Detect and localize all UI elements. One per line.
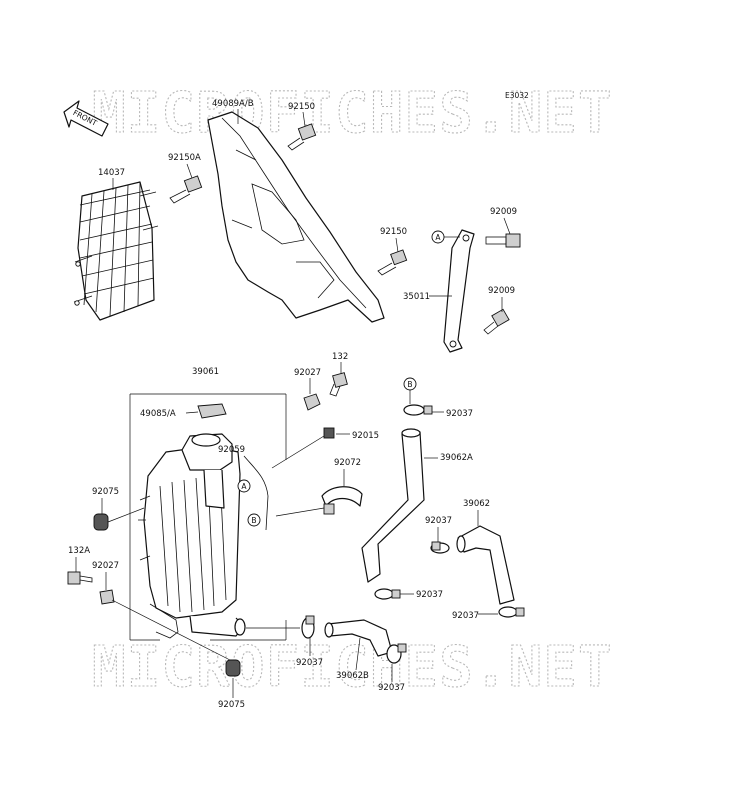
part-label-92037-bottom-left: 92037 [296,658,323,668]
hose-39062B [324,619,393,657]
part-label-92027-bottom: 92027 [92,561,119,571]
bolt-92150-top [287,123,317,151]
callout-a-radiator: A [241,482,247,491]
part-label-92059: 92059 [218,445,245,455]
part-label-39062A: 39062A [440,453,473,463]
band-92072 [321,486,363,515]
part-label-49085: 49085/A [140,409,176,419]
clamp-92037-top [403,404,433,416]
part-label-92009-bottom: 92009 [488,286,515,296]
grommet-92075-bottom [225,659,241,677]
grommet-92075-top [93,513,109,531]
watermark-bottom: MICROFICHES.NET [92,635,613,700]
bracket-35011 [443,229,475,353]
part-label-92037-top: 92037 [446,409,473,419]
diagram-code: E3032 [505,91,529,100]
hose-39062A [361,428,425,583]
callout-b-radiator: B [251,516,256,525]
part-label-132: 132 [332,352,348,362]
callout-b-hose: B [407,380,412,389]
part-label-39062: 39062 [463,499,490,509]
clamp-92037-mid [430,541,450,554]
part-label-92027-top: 92027 [294,368,321,378]
part-label-92150-top: 92150 [288,102,315,112]
part-label-39062B: 39062B [336,671,369,681]
part-label-92150A: 92150A [168,153,201,163]
part-label-49089: 49089A/B [212,99,254,109]
part-label-132A: 132A [68,546,90,556]
watermark-top: MICROFICHES.NET [92,81,613,146]
bolt-92150-mid [377,249,408,276]
hose-39062 [456,525,515,605]
part-label-92150-mid: 92150 [380,227,407,237]
clamp-92037-bottom-left [301,615,315,639]
part-label-14037: 14037 [98,168,125,178]
bolt-92027-top [303,393,321,411]
part-label-92037-bottom: 92037 [378,683,405,693]
breather-tube-92059 [243,455,269,531]
part-label-39061: 39061 [192,367,219,377]
part-label-92075-top: 92075 [92,487,119,497]
clamp-92037-right [498,606,525,618]
bolt-132 [329,372,348,397]
part-label-35011: 35011 [403,292,430,302]
radiator-louver [73,181,159,321]
bolt-92009-top [485,233,521,248]
bolt-92150A [169,175,203,204]
radiator [138,433,246,639]
part-label-92037-right: 92037 [452,611,479,621]
radiator-cap [197,403,227,419]
front-arrow-icon: FRONT [63,100,109,137]
part-label-92009-top: 92009 [490,207,517,217]
callout-a-bracket: A [435,233,441,242]
bolt-92009-bottom [483,308,510,335]
part-label-92072: 92072 [334,458,361,468]
radiator-shroud [207,111,385,323]
bolt-132A [67,571,93,585]
clip-92015 [323,427,335,439]
part-label-92037-mid: 92037 [425,516,452,526]
bolt-92027-bottom [99,589,115,605]
clamp-92037-bottom [386,643,407,664]
part-label-92015: 92015 [352,431,379,441]
part-label-92075-bottom: 92075 [218,700,245,710]
part-label-92037-low: 92037 [416,590,443,600]
clamp-92037-low [374,588,401,600]
